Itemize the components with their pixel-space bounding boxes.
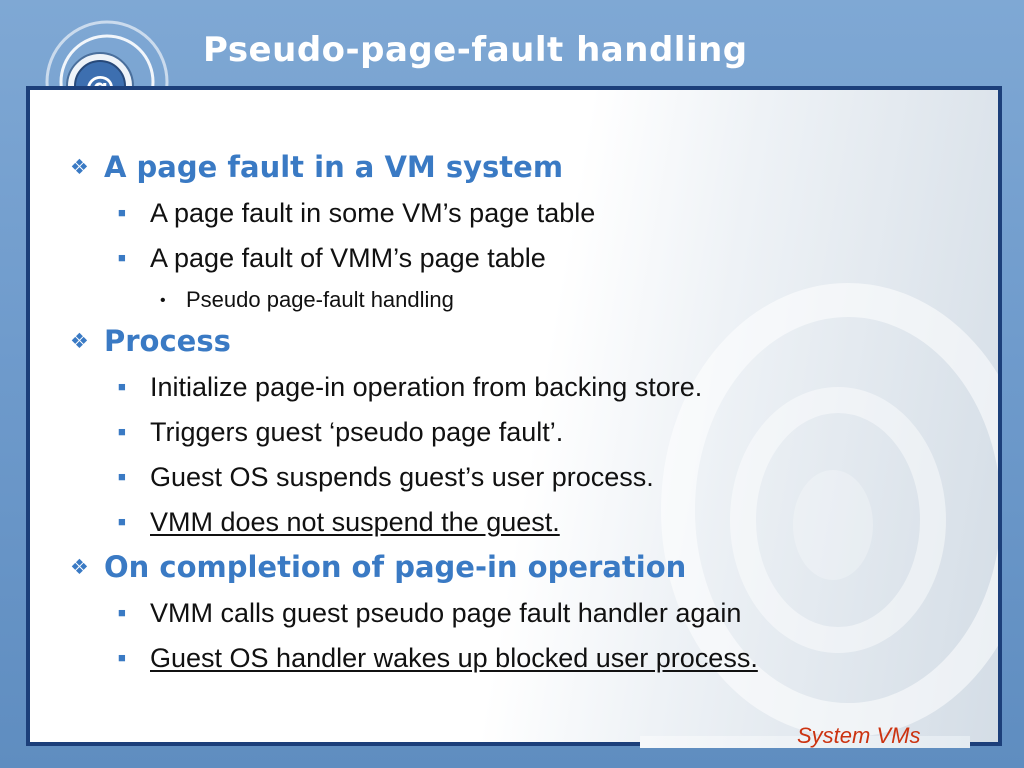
list-item: ■ Triggers guest ‘pseudo page fault’. [118, 417, 563, 448]
list-item: ■ Initialize page-in operation from backi… [118, 372, 702, 403]
list-item: ❖ On completion of page-in operation [70, 550, 686, 584]
list-item-text: Triggers guest ‘pseudo page fault’. [150, 417, 564, 447]
square-bullet-icon: ■ [118, 205, 126, 220]
square-bullet-icon: ■ [118, 514, 126, 529]
list-item-text: A page fault in some VM’s page table [150, 198, 596, 228]
list-item: ■ VMM does not suspend the guest. [118, 507, 560, 538]
dot-bullet-icon: • [160, 292, 166, 309]
square-bullet-icon: ■ [118, 650, 126, 665]
at-watermark-icon [661, 283, 998, 737]
slide-title: Pseudo-page-fault handling [203, 30, 748, 70]
list-item-text: VMM calls guest pseudo page fault handle… [150, 598, 742, 628]
square-bullet-icon: ■ [118, 250, 126, 265]
square-bullet-icon: ■ [118, 379, 126, 394]
list-item: ■ Guest OS suspends guest’s user process. [118, 462, 654, 493]
list-item: ■ Guest OS handler wakes up blocked user … [118, 643, 758, 674]
square-bullet-icon: ■ [118, 424, 126, 439]
list-item: ❖ A page fault in a VM system [70, 150, 563, 184]
square-bullet-icon: ■ [118, 469, 126, 484]
list-item-text: A page fault of VMM’s page table [150, 243, 546, 273]
list-item: ❖ Process [70, 324, 231, 358]
list-item-text: VMM does not suspend the guest. [150, 507, 560, 537]
list-item-text: On completion of page-in operation [104, 550, 687, 584]
list-item: ■ A page fault in some VM’s page table [118, 198, 595, 229]
list-item-text: Guest OS suspends guest’s user process. [150, 462, 654, 492]
footer-gap [640, 736, 970, 748]
list-item-text: Guest OS handler wakes up blocked user p… [150, 643, 758, 673]
list-item-text: Initialize page-in operation from backin… [150, 372, 703, 402]
footer-label: System VMs [797, 723, 921, 748]
diamond-bullet-icon: ❖ [70, 155, 89, 179]
diamond-bullet-icon: ❖ [70, 329, 89, 353]
list-item: • Pseudo page-fault handling [160, 287, 454, 313]
list-item: ■ VMM calls guest pseudo page fault handl… [118, 598, 741, 629]
square-bullet-icon: ■ [118, 605, 126, 620]
content-frame: ❖ A page fault in a VM system ■ A page fau… [26, 86, 1002, 746]
list-item: ■ A page fault of VMM’s page table [118, 243, 546, 274]
list-item-text: Process [104, 324, 231, 358]
list-item-text: A page fault in a VM system [104, 150, 564, 184]
diamond-bullet-icon: ❖ [70, 555, 89, 579]
bullet-list: ❖ A page fault in a VM system ■ A page fau… [30, 90, 998, 742]
list-item-text: Pseudo page-fault handling [186, 287, 454, 312]
